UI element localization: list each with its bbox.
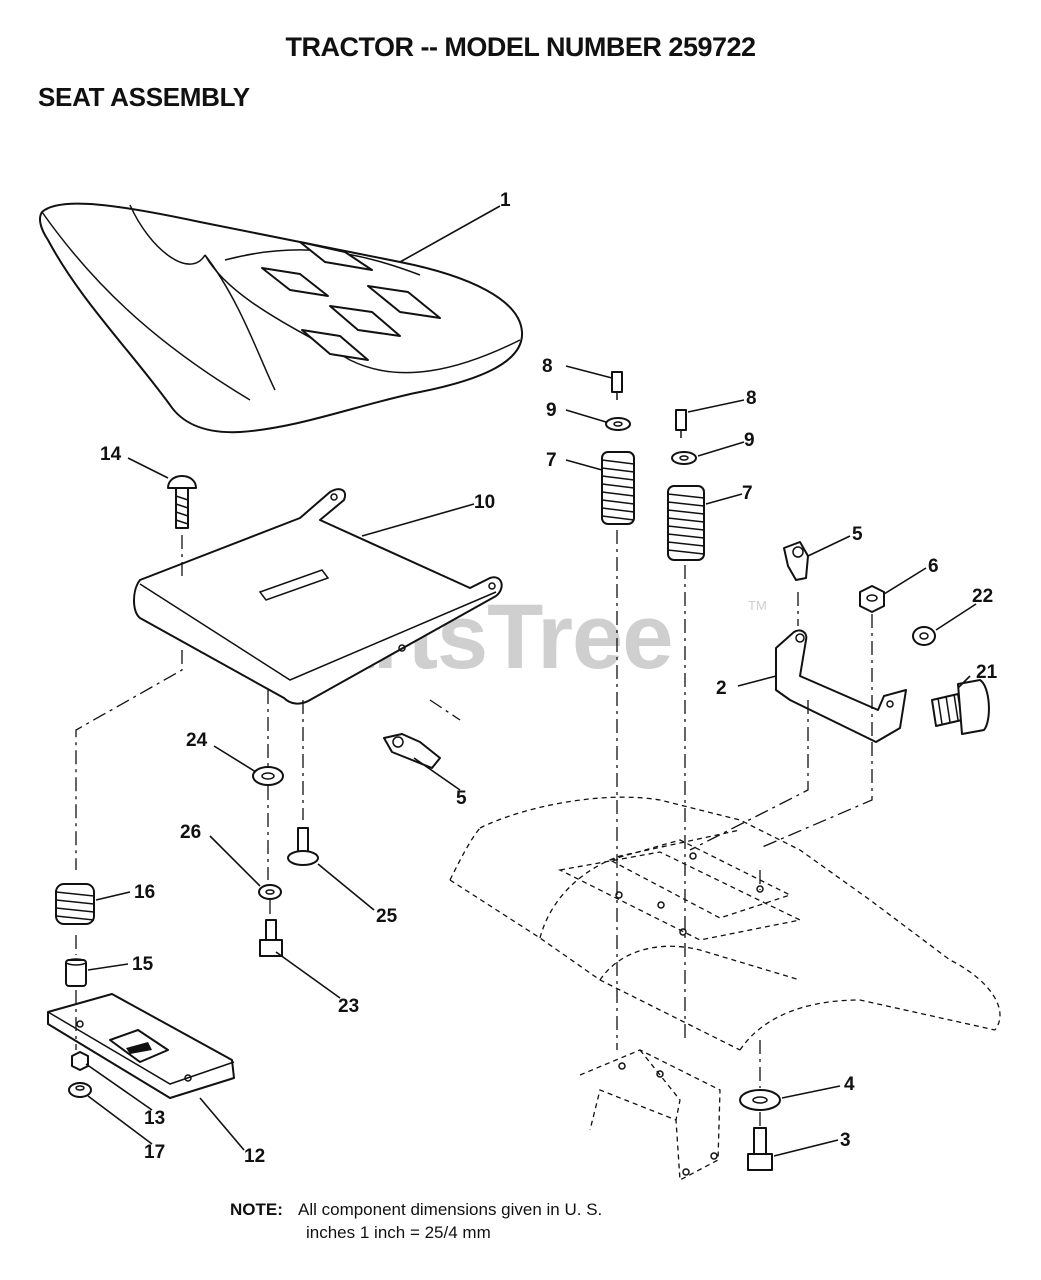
note-line-1: All component dimensions given in U. S. [298, 1200, 603, 1219]
pin-part [675, 409, 687, 438]
seat-pad [367, 285, 441, 319]
section-title: SEAT ASSEMBLY [38, 82, 250, 112]
pin-part [611, 371, 623, 400]
callout-26: 26 [180, 822, 201, 843]
callout-21: 21 [976, 662, 998, 683]
callout-12: 12 [244, 1146, 265, 1167]
slide-plate-part [47, 993, 235, 1099]
lock-washer-part [258, 884, 282, 900]
watermark-tm: TM [748, 598, 767, 613]
bracket-part [775, 629, 907, 743]
spring-part [667, 485, 705, 561]
shoulder-bolt-part [931, 679, 990, 735]
washer-part [252, 766, 284, 786]
washer-part [912, 626, 936, 646]
callout-9a: 9 [546, 400, 557, 421]
spring-part [601, 451, 635, 525]
lower-mount-bracket [579, 1049, 721, 1182]
callout-5b: 5 [852, 524, 863, 545]
callout-7a: 7 [546, 450, 557, 471]
washer-part [605, 417, 631, 431]
callout-10: 10 [474, 492, 495, 513]
seat-pad [261, 267, 329, 297]
callout-24: 24 [186, 730, 208, 751]
leader-lines [85, 205, 977, 1157]
callout-8b: 8 [746, 388, 757, 409]
callout-13: 13 [144, 1108, 165, 1129]
seat-pad [301, 329, 369, 361]
callout-25: 25 [376, 906, 398, 927]
callout-15: 15 [132, 954, 154, 975]
washer-part [739, 1089, 781, 1111]
seat-pad [329, 305, 401, 337]
page-title: TRACTOR -- MODEL NUMBER 259722 [285, 32, 756, 62]
callout-2: 2 [716, 678, 727, 699]
callout-17: 17 [144, 1142, 165, 1163]
seat-pan-slot [258, 569, 330, 601]
nut-part [859, 585, 885, 613]
seat-pad [299, 241, 373, 271]
callout-6: 6 [928, 556, 939, 577]
dimension-note: NOTE: All component dimensions given in U… [230, 1198, 602, 1244]
nut-part [71, 1051, 89, 1071]
callout-1: 1 [500, 190, 511, 211]
callout-22: 22 [972, 586, 993, 607]
callout-9b: 9 [744, 430, 755, 451]
spring-part [55, 883, 95, 925]
note-line-2: inches 1 inch = 25/4 mm [306, 1223, 491, 1242]
washer-part [671, 451, 697, 465]
callout-16: 16 [134, 882, 155, 903]
callout-numbers: 1 14 10 8 9 7 8 9 7 5 6 22 21 2 5 24 26 … [100, 190, 998, 1167]
callout-3: 3 [840, 1130, 851, 1151]
note-label: NOTE: [230, 1200, 283, 1219]
callout-4: 4 [844, 1074, 855, 1095]
carriage-bolt-part [167, 475, 197, 529]
flange-bolt-part [287, 827, 319, 866]
seat-part [39, 202, 524, 434]
hex-bolt-part [747, 1127, 773, 1171]
callout-14: 14 [100, 444, 122, 465]
spacer-part [65, 958, 87, 987]
callout-8a: 8 [542, 356, 553, 377]
seat-pan-part [133, 488, 503, 705]
callout-7b: 7 [742, 483, 753, 504]
callout-5a: 5 [456, 788, 467, 809]
assembly-lines [75, 530, 873, 1126]
tractor-frame-outline [449, 796, 1001, 1051]
hex-bolt-part [259, 919, 283, 957]
seat-clip-part [383, 733, 441, 769]
callout-23: 23 [338, 996, 359, 1017]
flange-nut-part [68, 1082, 92, 1098]
seat-clip-part [783, 541, 809, 581]
